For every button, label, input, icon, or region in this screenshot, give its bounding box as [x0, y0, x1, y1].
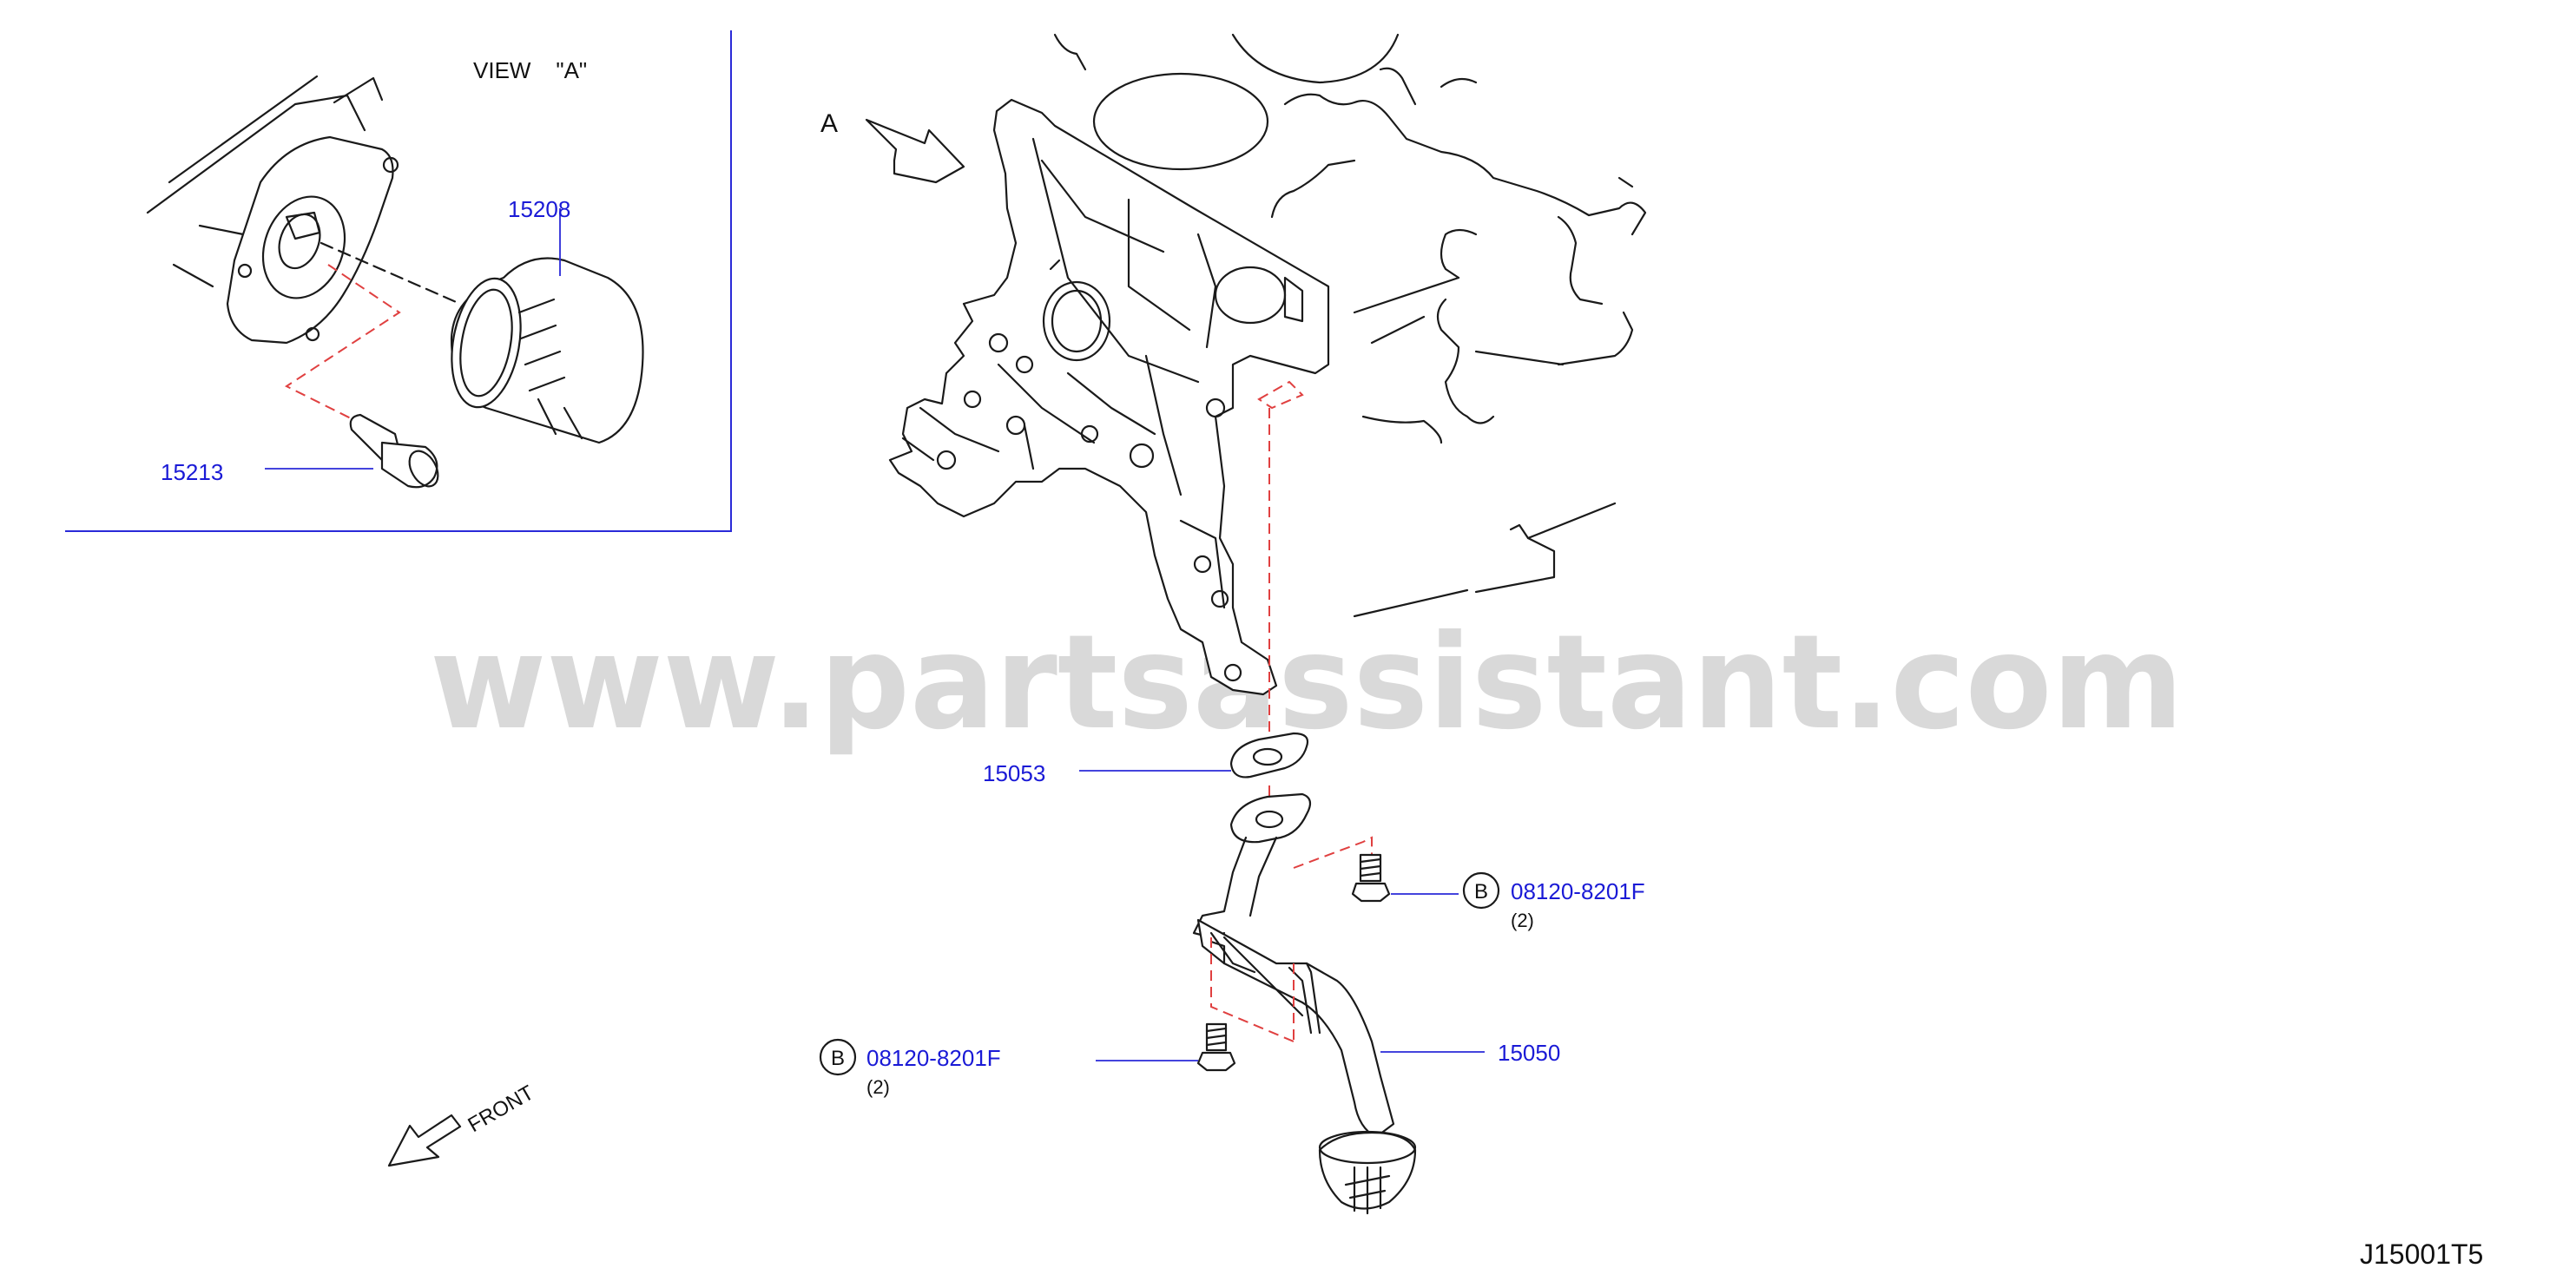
main-assembly: A [819, 33, 1647, 1215]
bolt-upper [1351, 853, 1391, 903]
label-15053: 15053 [983, 760, 1045, 786]
view-a-inset: VIEW "A" [65, 30, 732, 532]
label-bolt-upper: 08120-8201F [1511, 878, 1645, 904]
bolt-lower-marker-circle [819, 1038, 857, 1076]
label-15050: 15050 [1498, 1040, 1560, 1066]
front-cover [888, 98, 1330, 696]
filter-mount-housing [226, 135, 394, 345]
oil-filter [450, 257, 644, 444]
gasket [1229, 732, 1309, 779]
front-arrow [387, 1114, 462, 1167]
connector-bolt [349, 413, 439, 489]
front-label: FRONT [464, 1081, 538, 1137]
label-15208: 15208 [508, 196, 570, 222]
view-arrow-label: A [820, 109, 838, 138]
view-arrow [865, 118, 965, 184]
label-bolt-upper-qty: (2) [1511, 910, 1534, 931]
bolt-upper-marker: B [1474, 880, 1488, 904]
label-bolt-lower: 08120-8201F [866, 1045, 1001, 1071]
bolt-lower-marker: B [831, 1047, 845, 1070]
bolt-upper-marker-circle [1462, 871, 1500, 910]
view-a-title: VIEW "A" [473, 57, 587, 83]
diagram-code: J15001T5 [2360, 1239, 2483, 1270]
bolt-lower [1196, 1022, 1236, 1072]
oil-strainer [1192, 792, 1417, 1215]
inset-frame [65, 30, 732, 532]
front-indicator: FRONT [387, 1081, 538, 1167]
label-bolt-lower-qty: (2) [866, 1076, 890, 1098]
label-15213: 15213 [161, 459, 223, 485]
watermark: www.partsassistant.com [430, 608, 2184, 759]
